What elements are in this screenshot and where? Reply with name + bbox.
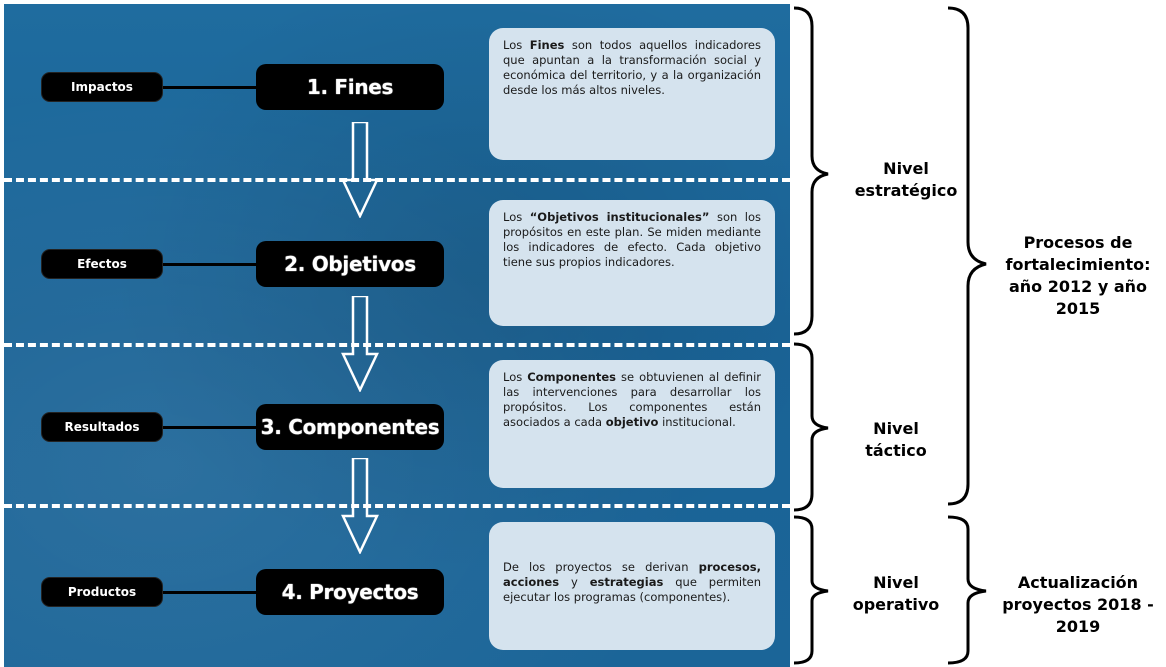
brace-estrategico [793,6,829,336]
diagram-panel: Impactos 1. Fines Los Fines son todos aq… [4,4,790,667]
connector-line [162,426,258,429]
divider [4,343,790,347]
down-arrow-icon [341,122,379,218]
description-card-proyectos: De los proyectos se derivan procesos, ac… [489,522,775,650]
divider [4,178,790,182]
pill-resultados: Resultados [42,413,162,441]
connector-line [162,591,258,594]
brace-fortalecimiento [947,6,987,506]
pill-productos: Productos [42,578,162,606]
level-box-proyectos: 4. Proyectos [256,569,444,615]
pill-efectos: Efectos [42,250,162,278]
down-arrow-icon [341,296,379,392]
label-actualizacion-proyectos: Actualización proyectos 2018 - 2019 [1002,573,1154,636]
level-box-componentes: 3. Componentes [256,404,444,450]
connector-line [162,86,258,89]
pill-impactos: Impactos [42,73,162,101]
label-procesos-fortalecimiento: Procesos de fortalecimiento: año 2012 y … [1005,233,1151,318]
level-box-fines: 1. Fines [256,64,444,110]
divider [4,504,790,508]
description-card-fines: Los Fines son todos aquellos indicadores… [489,28,775,160]
down-arrow-icon [341,458,379,554]
brace-operativo [793,515,829,665]
description-card-componentes: Los Componentes se obtuvienen al definir… [489,360,775,488]
brace-actualizacion [947,515,987,665]
brace-tactico [793,342,829,512]
description-card-objetivos: Los “Objetivos institucionales” son los … [489,200,775,326]
level-box-objetivos: 2. Objetivos [256,241,444,287]
connector-line [162,263,258,266]
